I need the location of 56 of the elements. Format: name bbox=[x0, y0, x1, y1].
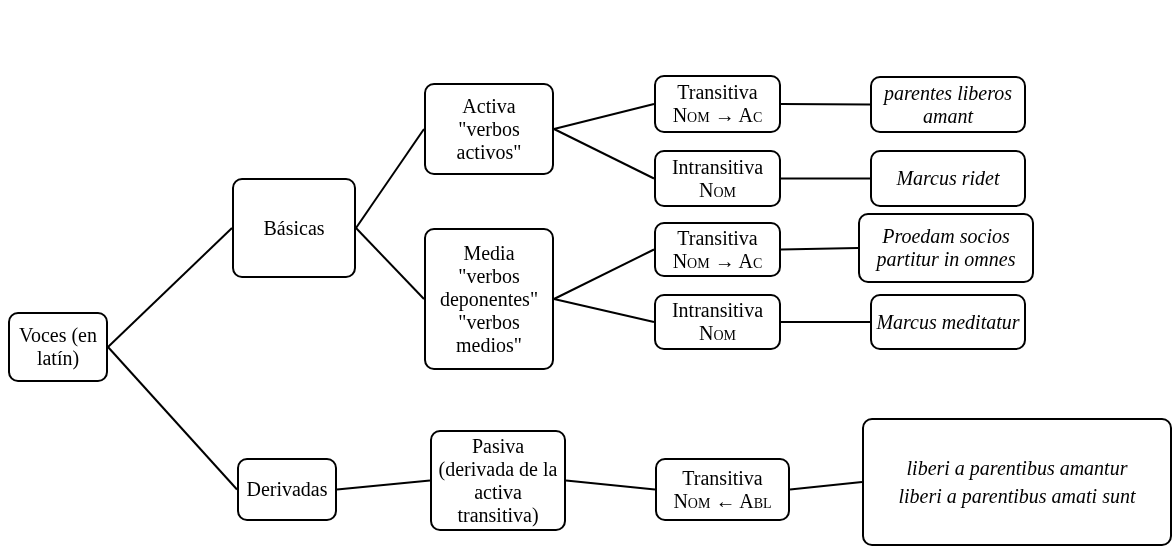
node-text: Nom → Ac bbox=[672, 104, 763, 127]
node-title: Transitiva bbox=[682, 466, 763, 490]
rounded-box bbox=[237, 458, 337, 521]
example-text: Marcus meditatur bbox=[876, 310, 1020, 334]
connector-line bbox=[553, 298, 655, 323]
connector-line bbox=[780, 321, 871, 323]
connector-line bbox=[355, 227, 425, 300]
rounded-box bbox=[654, 150, 781, 207]
connector-line bbox=[565, 479, 656, 491]
rounded-box bbox=[8, 312, 108, 382]
node-title: Activa bbox=[462, 94, 516, 118]
connector-line bbox=[780, 177, 871, 180]
rounded-box bbox=[654, 75, 781, 133]
connector-line bbox=[107, 227, 233, 348]
rounded-box bbox=[654, 294, 781, 350]
node-title: Intransitiva bbox=[671, 155, 764, 179]
example-text: Proedam socios partitur in omnes bbox=[874, 225, 1017, 271]
connector-line bbox=[355, 128, 425, 229]
rounded-box bbox=[654, 222, 781, 277]
node-text: Nom bbox=[699, 178, 736, 202]
rounded-box bbox=[424, 83, 554, 175]
rounded-box bbox=[430, 430, 566, 531]
node-text: "verbos deponentes" bbox=[438, 264, 540, 311]
node-text: "verbos activos" bbox=[455, 117, 523, 164]
node-title: Media bbox=[463, 241, 515, 265]
rounded-box bbox=[862, 418, 1172, 546]
connector-line bbox=[780, 247, 859, 251]
node-text: Nom ← Abl bbox=[673, 489, 772, 513]
rounded-box bbox=[870, 76, 1026, 133]
example-text: Marcus ridet bbox=[896, 167, 1000, 190]
node-title: Básicas bbox=[263, 216, 325, 240]
connector-line bbox=[553, 103, 655, 130]
connector-line bbox=[553, 248, 655, 300]
node-title: Intransitiva bbox=[671, 299, 764, 322]
node-title: Derivadas bbox=[246, 478, 328, 501]
node-text: Nom → Ac bbox=[672, 249, 763, 273]
connector-line bbox=[789, 481, 863, 491]
connector-line bbox=[553, 128, 655, 180]
node-title: Transitiva bbox=[677, 226, 758, 250]
rounded-box bbox=[870, 150, 1026, 207]
node-title: Transitiva bbox=[677, 81, 758, 104]
connector-line bbox=[336, 479, 431, 491]
example-text: liberi a parentibus amantur bbox=[906, 456, 1128, 480]
example-text: parentes liberos amant bbox=[882, 81, 1013, 128]
connector-line bbox=[780, 103, 871, 106]
node-text: "verbos medios" bbox=[456, 310, 522, 357]
connector-line bbox=[107, 346, 238, 491]
rounded-box bbox=[870, 294, 1026, 350]
rounded-box bbox=[232, 178, 356, 278]
rounded-box bbox=[655, 458, 790, 521]
example-text: liberi a parentibus amati sunt bbox=[898, 484, 1136, 508]
rounded-box bbox=[424, 228, 554, 370]
node-title: Voces (en latín) bbox=[18, 324, 98, 370]
node-text: Nom bbox=[699, 322, 736, 345]
rounded-box bbox=[858, 213, 1034, 283]
node-title: Pasiva (derivada de la activa transitiva) bbox=[437, 434, 559, 527]
